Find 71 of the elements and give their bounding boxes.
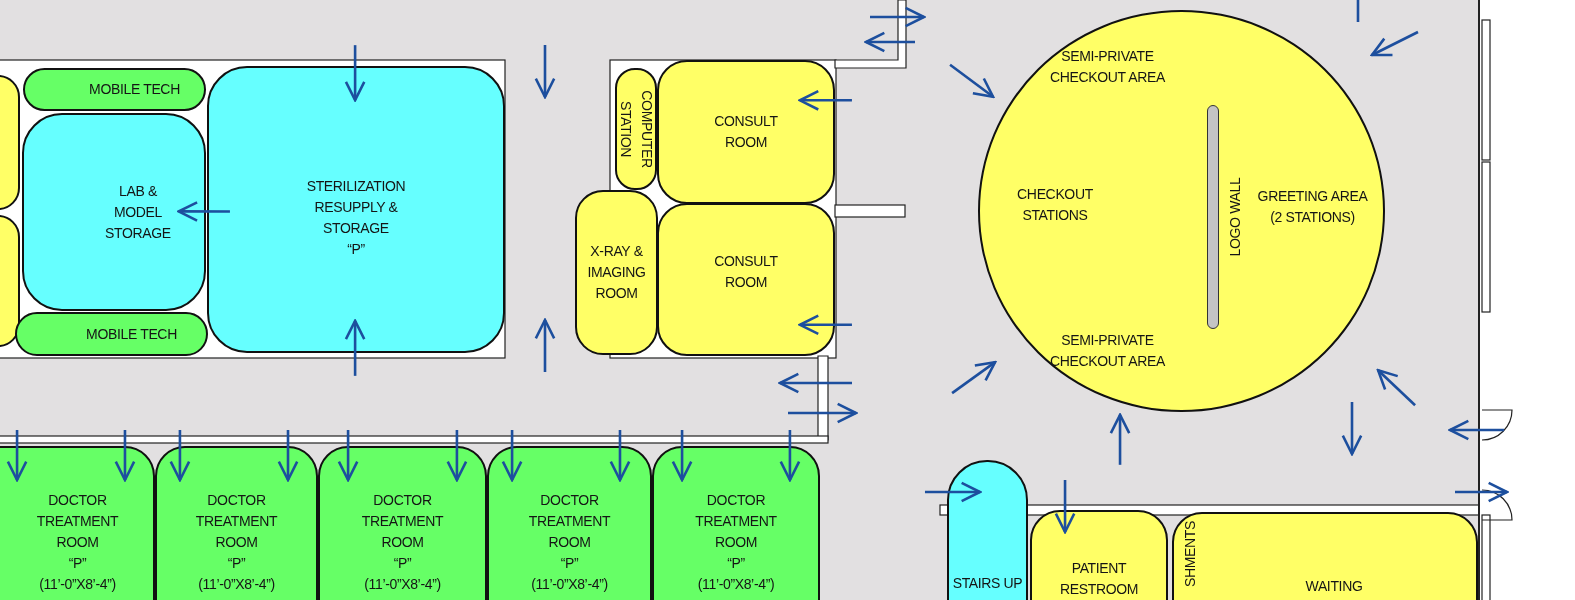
room-label: X-RAY & IMAGING ROOM [586,242,647,303]
arrow [177,201,230,222]
room-label: SEMI-PRIVATE CHECKOUT AREA [1050,331,1165,371]
room-label: (11’-0”X8’-4”) [38,575,117,594]
room-block [652,446,820,600]
arrow [501,430,523,482]
room-block [1172,512,1478,600]
room-block [155,446,318,600]
room-label: (11’-0”X8’-4”) [530,575,609,594]
room-label: COMPUTER STATION [617,89,656,170]
room-label: (11’-0”X8’-4”) [197,575,276,594]
room-label: (11’-0”X8’-4”) [696,575,776,594]
room-label: CONSULT ROOM [713,112,779,152]
room-block [1030,510,1168,600]
room-label: WAITING [1304,577,1364,596]
room-label: DOCTOR TREATMENT ROOM [694,491,778,552]
arrow [114,430,136,482]
room-label: DOCTOR TREATMENT ROOM [194,491,279,552]
room-block [207,66,505,353]
arrow [798,89,852,111]
room-label: MOBILE TECH [86,324,177,344]
room-block [318,446,487,600]
room-block [657,203,835,356]
room-label: SEMI-PRIVATE CHECKOUT AREA [1050,47,1165,87]
arrow [6,430,28,482]
room-label: STAIRS UP [952,574,1023,593]
room-label: SHMENTS [1180,521,1199,587]
room-label: CHECKOUT STATIONS [1016,185,1094,225]
arrow [1370,30,1419,57]
arrow [951,360,997,395]
arrow [446,430,468,482]
room-block [23,68,206,111]
arrow [798,314,852,336]
arrow [609,430,631,482]
arrow [344,45,366,102]
room-label: GREETING AREA (2 STATIONS) [1256,187,1369,227]
room-label: STERILIZATION RESUPPLY & STORAGE [305,176,407,238]
room-block [0,446,155,600]
room-label: LAB & MODEL STORAGE [104,181,172,243]
room-block [575,190,658,355]
arrow [277,430,299,482]
room-label: PATIENT RESTROOM [1058,559,1140,599]
room-label: CONSULT ROOM [713,251,779,292]
room-block [487,446,652,600]
room-label: MOBILE TECH [89,80,180,99]
room-label: “P” [559,554,580,573]
room-block [22,113,206,311]
arrow [1054,480,1076,534]
room-block [657,60,835,204]
room-label: “P” [346,239,366,259]
room-label: “P” [67,554,88,573]
arrow [1376,368,1416,407]
arrow [344,319,366,376]
room-label: LOGO WALL [1225,177,1244,257]
arrow [671,430,693,482]
room-label: (11’-0”X8’-4”) [363,575,442,594]
room-label: DOCTOR TREATMENT ROOM [527,491,612,552]
room-block [615,68,657,190]
arrow [924,481,982,503]
room-label: “P” [226,554,247,573]
room-block [15,312,208,356]
arrow [169,430,191,482]
arrow [337,430,359,482]
arrow [949,63,995,99]
room-label: “P” [726,554,746,573]
room-block [947,460,1028,600]
arrow [779,430,801,482]
room-label: DOCTOR TREATMENT ROOM [35,491,120,552]
arrow [1109,413,1131,465]
room-label: DOCTOR TREATMENT ROOM [360,491,445,552]
room-label: “P” [392,554,413,573]
